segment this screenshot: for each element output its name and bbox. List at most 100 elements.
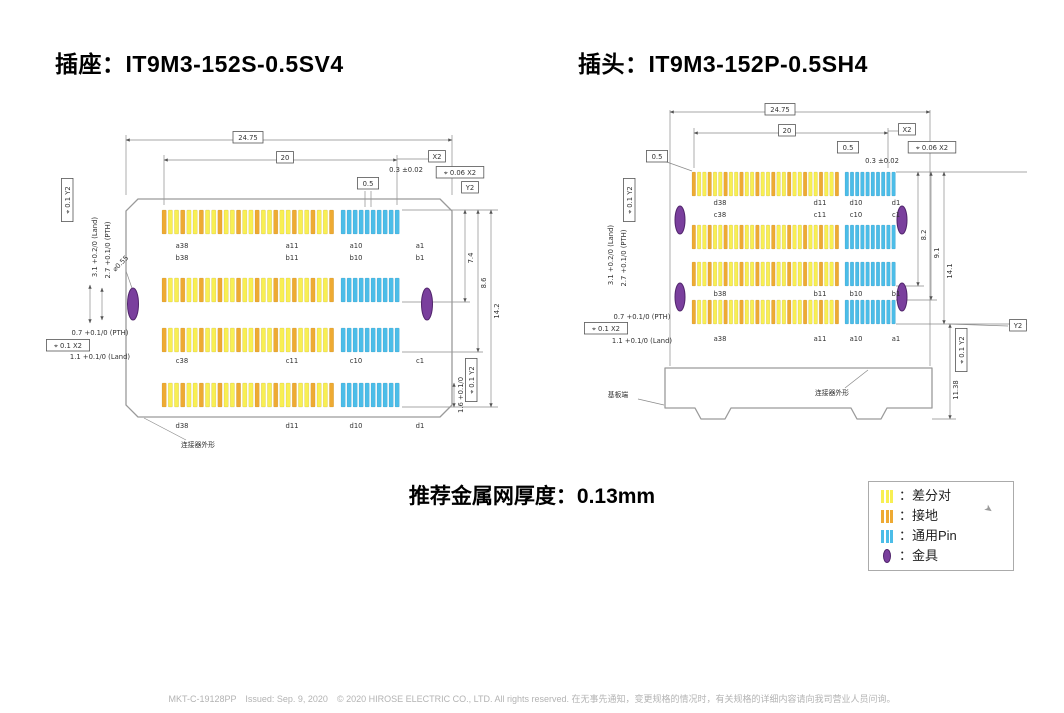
signal-pad <box>712 171 717 197</box>
general-pin-pad <box>370 382 376 408</box>
dim-label: a38 <box>176 242 189 250</box>
signal-pad <box>760 171 765 197</box>
general-pin-pad <box>855 171 860 197</box>
signal-pad <box>217 327 223 353</box>
signal-pad <box>192 327 198 353</box>
signal-pad <box>242 209 248 235</box>
signal-pad <box>771 171 776 197</box>
general-pin-pad <box>346 382 352 408</box>
signal-pad <box>707 224 712 250</box>
signal-pad <box>310 209 316 235</box>
signal-pad <box>285 382 291 408</box>
svg-text:2.7 +0.1/0 (PTH): 2.7 +0.1/0 (PTH) <box>104 221 112 278</box>
general-pin-pad <box>860 224 865 250</box>
signal-pad <box>697 224 702 250</box>
svg-text:14.2: 14.2 <box>493 303 501 318</box>
signal-pad <box>734 261 739 287</box>
signal-pad <box>771 224 776 250</box>
dim-label: 8.6 <box>480 278 488 289</box>
signal-pad <box>260 277 266 303</box>
signal-pad <box>186 382 192 408</box>
svg-text:a10: a10 <box>350 242 363 250</box>
general-pin-pad <box>376 382 382 408</box>
dim-label: X2 <box>898 123 916 136</box>
svg-text:Y2: Y2 <box>1013 322 1022 330</box>
signal-pad <box>834 171 839 197</box>
signal-pad <box>273 209 279 235</box>
signal-pad <box>298 327 303 353</box>
svg-text:b10: b10 <box>350 254 363 262</box>
svg-text:0.5: 0.5 <box>652 153 663 161</box>
pad-array <box>161 209 400 408</box>
signal-pad <box>254 277 260 303</box>
svg-text:b1: b1 <box>892 290 901 298</box>
signal-pad <box>776 299 781 325</box>
svg-text:c11: c11 <box>814 211 826 219</box>
general-pin-pad <box>865 224 870 250</box>
general-pin-pad <box>394 327 400 353</box>
metal-fitting <box>421 287 433 321</box>
general-pin-pad <box>870 261 875 287</box>
dim-label: b10 <box>850 290 863 298</box>
dim-label: 0.5 <box>356 177 379 190</box>
dim-label: b1 <box>892 290 901 298</box>
dim-label: 3.1 +0.2/0 (Land) <box>91 217 99 277</box>
signal-pad <box>180 277 186 303</box>
svg-text:c38: c38 <box>176 357 188 365</box>
dim-label: 8.2 <box>920 230 928 241</box>
dim-label: 24.75 <box>764 103 796 116</box>
signal-pad <box>229 277 235 303</box>
signal-pad <box>813 224 818 250</box>
signal-pad <box>792 299 797 325</box>
general-pin-pad <box>346 327 352 353</box>
signal-pad <box>834 299 839 325</box>
signal-pad <box>813 171 818 197</box>
general-pin-pad <box>844 171 849 197</box>
signal-pad <box>223 209 229 235</box>
dim-label: 14.2 <box>493 303 501 318</box>
signal-pad <box>186 209 192 235</box>
signal-pad <box>803 171 808 197</box>
svg-text:20: 20 <box>783 127 792 135</box>
signal-pad <box>167 382 173 408</box>
signal-pad <box>229 382 235 408</box>
general-pin-pad <box>876 171 881 197</box>
dim-label: 3.1 +0.2/0 (Land) <box>607 225 615 285</box>
signal-pad <box>260 327 266 353</box>
signal-pad <box>734 171 739 197</box>
legend-item-fitting: ：金具 <box>879 548 1003 564</box>
signal-pad <box>205 382 210 408</box>
signal-pad <box>310 327 316 353</box>
general-pin-pad <box>388 382 394 408</box>
signal-pad <box>192 209 198 235</box>
general-pin-pad <box>881 261 886 287</box>
dim-label: a10 <box>350 242 363 250</box>
signal-pad <box>273 382 279 408</box>
dim-label: ⌖ 0.06 X2 <box>907 141 957 154</box>
metal-fittings <box>127 287 433 321</box>
signal-pad <box>161 209 167 235</box>
signal-pad <box>829 261 834 287</box>
signal-pad <box>285 209 291 235</box>
signal-pad <box>797 299 802 325</box>
svg-text:a1: a1 <box>892 335 901 343</box>
signal-pad <box>776 224 781 250</box>
svg-text:0.3 ±0.02: 0.3 ±0.02 <box>865 157 899 165</box>
general-pin-swatch-icon <box>879 529 895 543</box>
svg-text:a38: a38 <box>714 335 727 343</box>
dim-label: c1 <box>892 211 900 219</box>
svg-text:a11: a11 <box>814 335 827 343</box>
general-pin-pad <box>870 224 875 250</box>
general-pin-pad <box>388 327 394 353</box>
signal-pad <box>781 171 786 197</box>
general-pin-pad <box>876 299 881 325</box>
dim-label: 20 <box>778 124 796 137</box>
signal-pad <box>813 299 818 325</box>
svg-text:a1: a1 <box>416 242 425 250</box>
signal-pad <box>329 327 334 353</box>
dim-label: Y2 <box>1009 319 1027 332</box>
dim-label: d38 <box>714 199 727 207</box>
svg-text:d11: d11 <box>814 199 827 207</box>
